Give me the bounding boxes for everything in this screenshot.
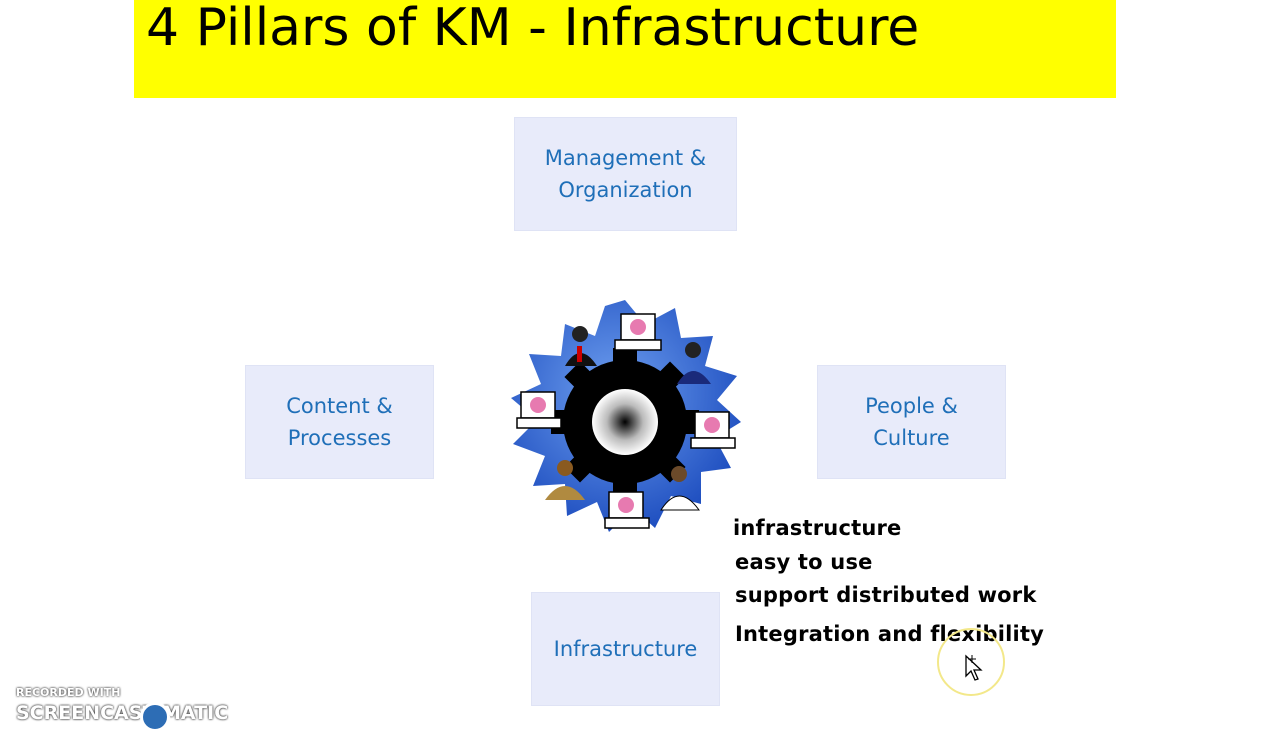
note-item: support distributed work bbox=[735, 583, 1037, 607]
pillar-label: Culture bbox=[873, 426, 950, 450]
watermark-line2: SCREENCAST MATIC bbox=[16, 702, 229, 724]
pillar-people-culture: People & Culture bbox=[817, 365, 1006, 479]
screencast-logo-icon bbox=[140, 702, 170, 732]
title-banner: 4 Pillars of KM - Infrastructure bbox=[134, 0, 1116, 98]
pillar-label: Infrastructure bbox=[553, 637, 698, 661]
screencast-watermark: RECORDED WITH SCREENCAST MATIC bbox=[16, 686, 256, 732]
pillar-management-organization: Management & Organization bbox=[514, 117, 737, 231]
note-item: easy to use bbox=[735, 550, 873, 574]
pillar-content-processes: Content & Processes bbox=[245, 365, 434, 479]
gear-network-icon bbox=[505, 296, 745, 548]
cursor-highlight bbox=[937, 628, 1005, 696]
pillar-label: Organization bbox=[558, 178, 693, 202]
pillar-label: Management & bbox=[544, 146, 707, 170]
move-cursor-icon bbox=[962, 654, 986, 684]
pillar-label: Processes bbox=[287, 426, 392, 450]
watermark-line1: RECORDED WITH bbox=[16, 686, 121, 699]
pillar-label: Content & bbox=[286, 394, 393, 418]
slide-title: 4 Pillars of KM - Infrastructure bbox=[146, 0, 920, 58]
pillar-infrastructure: Infrastructure bbox=[531, 592, 720, 706]
note-item: infrastructure bbox=[733, 516, 902, 540]
pillar-label: People & bbox=[865, 394, 958, 418]
